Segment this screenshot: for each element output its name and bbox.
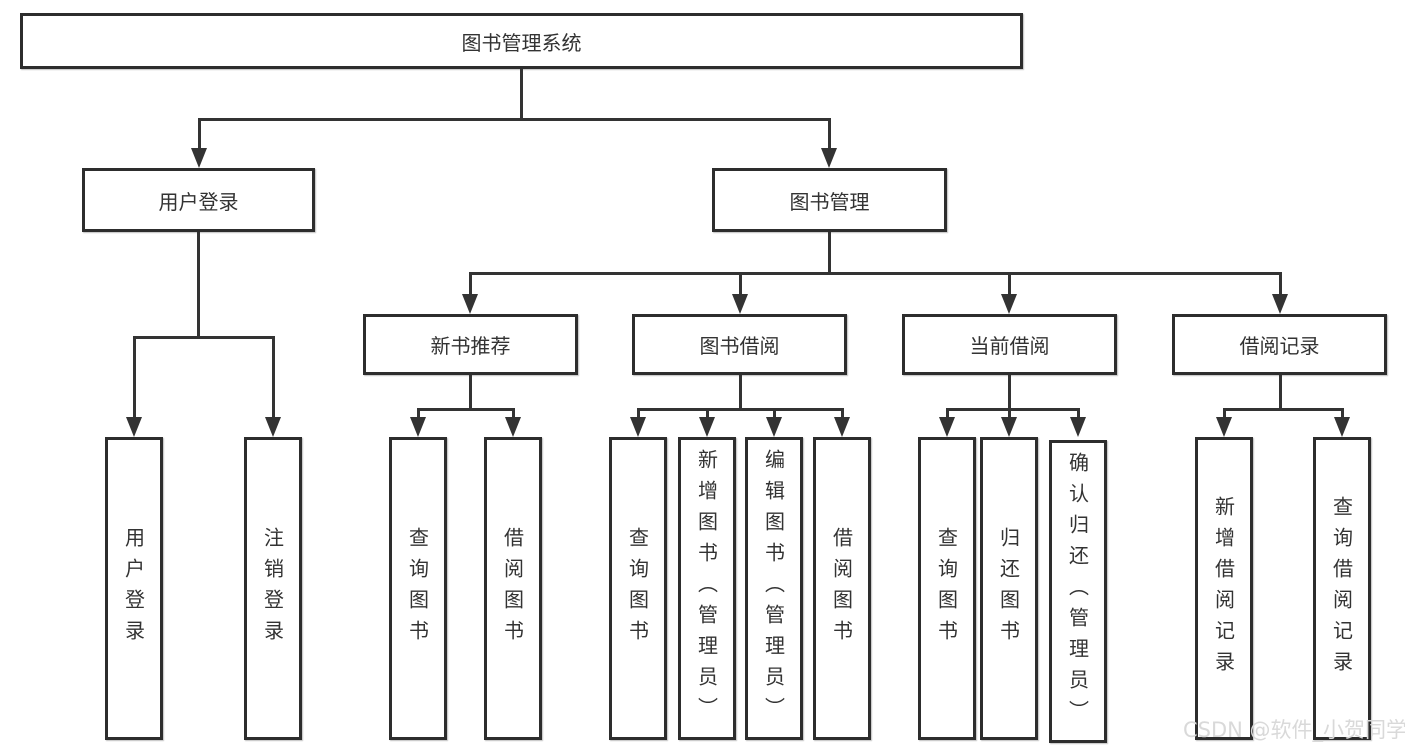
connector-line: [1077, 408, 1080, 420]
arrow-down-icon: [462, 294, 478, 314]
connector-line: [1223, 408, 1344, 411]
leaf-label: 新增借阅记录: [1211, 495, 1236, 682]
arrow-down-icon: [265, 417, 281, 437]
leaf-label: 查询图书: [405, 526, 430, 651]
leaf-borrow-books-recommend: 借阅图书: [484, 437, 542, 740]
leaf-label: 查询图书: [934, 526, 959, 651]
connector-line: [1341, 408, 1344, 420]
connector-line: [1008, 375, 1011, 411]
leaf-label: 查询借阅记录: [1329, 495, 1354, 682]
connector-line: [520, 69, 523, 121]
leaf-query-books-current: 查询图书: [918, 437, 976, 740]
arrow-down-icon: [630, 417, 646, 437]
leaf-logout: 注销登录: [244, 437, 302, 740]
arrow-down-icon: [834, 417, 850, 437]
connector-line: [739, 375, 742, 411]
connector-line: [417, 408, 420, 420]
node-book-borrow: 图书借阅: [632, 314, 847, 375]
arrow-down-icon: [191, 148, 207, 168]
leaf-confirm-return-admin: 确认归还（管理员）: [1049, 440, 1107, 743]
connector-line: [133, 336, 275, 339]
arrow-down-icon: [126, 417, 142, 437]
arrow-down-icon: [410, 417, 426, 437]
arrow-down-icon: [1272, 294, 1288, 314]
node-label: 图书借阅: [699, 334, 780, 358]
node-label: 图书管理: [789, 189, 870, 214]
leaf-label: 归还图书: [996, 526, 1021, 651]
connector-line: [946, 408, 1080, 411]
leaf-label: 借阅图书: [500, 526, 525, 651]
leaf-user-login: 用户登录: [105, 437, 163, 740]
connector-line: [469, 375, 472, 411]
node-label: 当前借阅: [969, 334, 1050, 358]
arrow-down-icon: [1001, 417, 1017, 437]
arrow-down-icon: [1070, 417, 1086, 437]
node-label: 用户登录: [158, 189, 239, 214]
node-label: 新书推荐: [430, 334, 511, 358]
arrow-down-icon: [766, 417, 782, 437]
connector-line: [133, 336, 136, 420]
node-current-borrow: 当前借阅: [902, 314, 1117, 375]
leaf-borrow-books: 借阅图书: [813, 437, 871, 740]
connector-line: [1008, 408, 1011, 420]
connector-line: [637, 408, 844, 411]
leaf-query-books-recommend: 查询图书: [389, 437, 447, 740]
connector-line: [773, 408, 776, 420]
leaf-label: 编辑图书（管理员）: [761, 449, 786, 728]
node-library-system: 图书管理系统: [20, 13, 1023, 69]
node-label: 图书管理系统: [461, 30, 582, 55]
arrow-down-icon: [1334, 417, 1350, 437]
connector-line: [1008, 272, 1011, 296]
leaf-query-books-borrow: 查询图书: [609, 437, 667, 740]
connector-line: [1279, 272, 1282, 296]
connector-line: [469, 272, 1282, 275]
node-new-book-recommend: 新书推荐: [363, 314, 578, 375]
leaf-edit-books-admin: 编辑图书（管理员）: [745, 437, 803, 740]
connector-line: [198, 118, 831, 121]
arrow-down-icon: [939, 417, 955, 437]
leaf-label: 用户登录: [121, 526, 146, 651]
connector-line: [706, 408, 709, 420]
connector-line: [417, 408, 515, 411]
node-borrow-records: 借阅记录: [1172, 314, 1387, 375]
connector-line: [198, 118, 201, 150]
connector-line: [637, 408, 640, 420]
connector-line: [828, 232, 831, 275]
arrow-down-icon: [821, 148, 837, 168]
connector-line: [272, 336, 275, 420]
arrow-down-icon: [732, 294, 748, 314]
leaf-return-books: 归还图书: [980, 437, 1038, 740]
leaf-label: 新增图书（管理员）: [694, 449, 719, 728]
connector-line: [841, 408, 844, 420]
leaf-label: 借阅图书: [829, 526, 854, 651]
arrow-down-icon: [699, 417, 715, 437]
connector-line: [946, 408, 949, 420]
connector-line: [512, 408, 515, 420]
arrow-down-icon: [1001, 294, 1017, 314]
connector-line: [197, 232, 200, 339]
leaf-add-books-admin: 新增图书（管理员）: [678, 437, 736, 740]
connector-line: [1279, 375, 1282, 411]
csdn-watermark: CSDN @软件_小贺同学: [1183, 718, 1405, 742]
node-label: 借阅记录: [1239, 334, 1320, 358]
arrow-down-icon: [505, 417, 521, 437]
leaf-label: 注销登录: [260, 526, 285, 651]
arrow-down-icon: [1216, 417, 1232, 437]
leaf-query-borrow-record: 查询借阅记录: [1313, 437, 1371, 740]
leaf-label: 确认归还（管理员）: [1065, 452, 1090, 731]
connector-line: [469, 272, 472, 296]
node-user-login: 用户登录: [82, 168, 315, 232]
connector-line: [1223, 408, 1226, 420]
node-book-management: 图书管理: [712, 168, 947, 232]
connector-line: [739, 272, 742, 296]
leaf-add-borrow-record: 新增借阅记录: [1195, 437, 1253, 740]
connector-line: [828, 118, 831, 150]
leaf-label: 查询图书: [625, 526, 650, 651]
